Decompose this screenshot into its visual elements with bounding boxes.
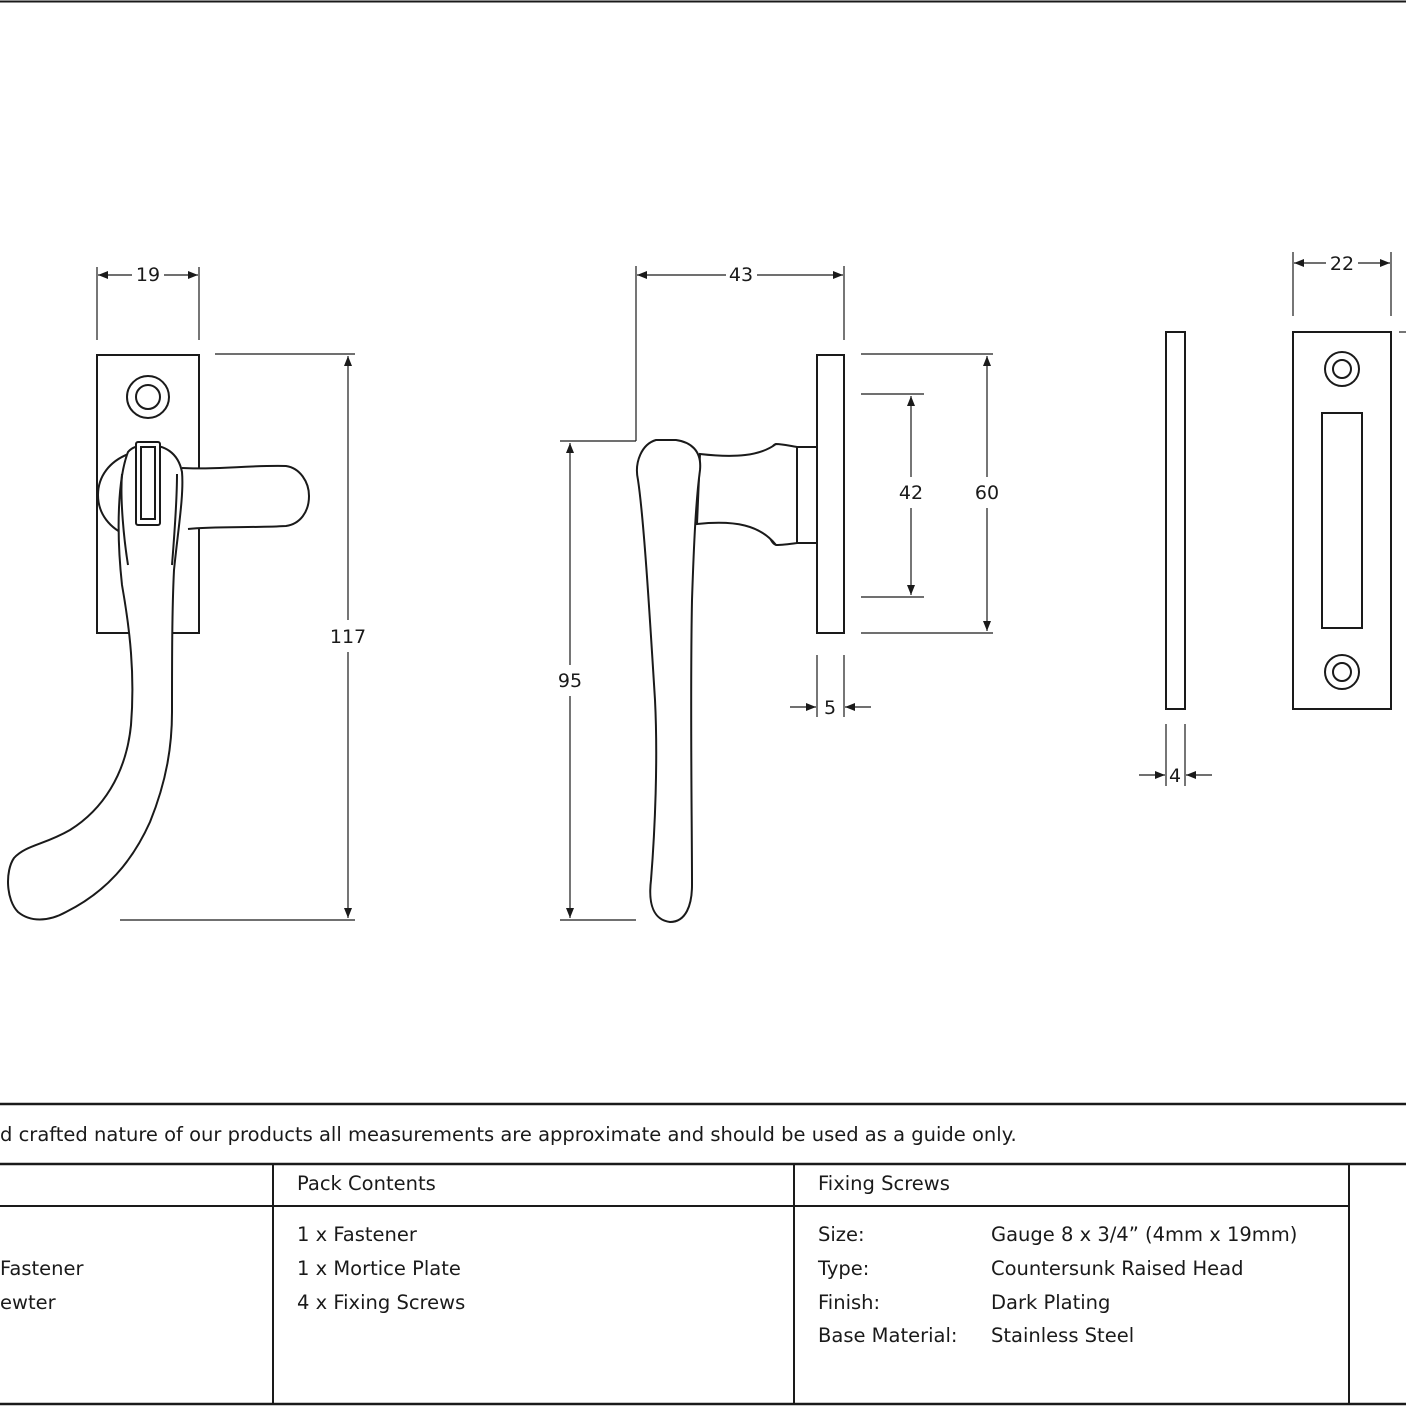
mortice-hole-top-inner [1332,359,1352,379]
dim-plate-height: 60 [975,482,999,504]
pack-item-3: 4 x Fixing Screws [297,1291,466,1314]
screw-hole-outer [126,375,170,419]
side-spindle-collar [796,446,818,544]
handle-lever [7,443,184,921]
screw-size-label: Size: [818,1223,865,1246]
screw-hole-inner [135,384,161,410]
col1-row-2: ewter [0,1291,56,1314]
dim-overall-length: 117 [330,626,366,648]
side-view [636,354,845,924]
screw-material-value: Stainless Steel [991,1324,1135,1347]
handle-lever-inner [120,473,129,566]
front-dimensions [96,267,355,921]
mortice-edge-view [1165,331,1186,710]
pack-item-2: 1 x Mortice Plate [297,1257,461,1280]
fixing-screws-header: Fixing Screws [818,1172,950,1195]
screw-finish-label: Finish: [818,1291,881,1314]
dim-projection: 43 [729,264,753,286]
dim-mortice-thickness: 4 [1169,765,1181,787]
handle-slot [135,441,161,526]
handle-lever-inner-2 [171,473,178,566]
dim-handle-length: 95 [558,670,582,692]
screw-finish-value: Dark Plating [991,1291,1111,1314]
dim-rose-inner: 42 [899,482,923,504]
mortice-slot [1321,412,1363,629]
disclaimer-text: d crafted nature of our products all mea… [0,1123,1017,1146]
side-neck [695,443,777,546]
dim-plate-width: 19 [136,264,160,286]
front-view [7,354,311,921]
screw-size-value: Gauge 8 x 3/4” (4mm x 19mm) [991,1223,1298,1246]
catch-arm [181,464,311,530]
screw-material-label: Base Material: [818,1324,958,1347]
dim-mortice-width: 22 [1330,253,1354,275]
info-table-lines [0,1102,1406,1406]
mortice-dimensions [1139,252,1406,786]
screw-type-value: Countersunk Raised Head [991,1257,1244,1280]
col1-row-1: Fastener [0,1257,84,1280]
pack-item-1: 1 x Fastener [297,1223,417,1246]
mortice-hole-bottom-inner [1332,662,1352,682]
dim-plate-thickness: 5 [824,697,836,719]
side-handle [636,439,702,924]
mortice-plate-views [1165,331,1392,710]
screw-type-label: Type: [818,1257,870,1280]
pack-contents-header: Pack Contents [297,1172,436,1195]
handle-slot-inner [140,446,156,520]
side-dimensions [560,266,993,921]
side-plate [816,354,845,634]
